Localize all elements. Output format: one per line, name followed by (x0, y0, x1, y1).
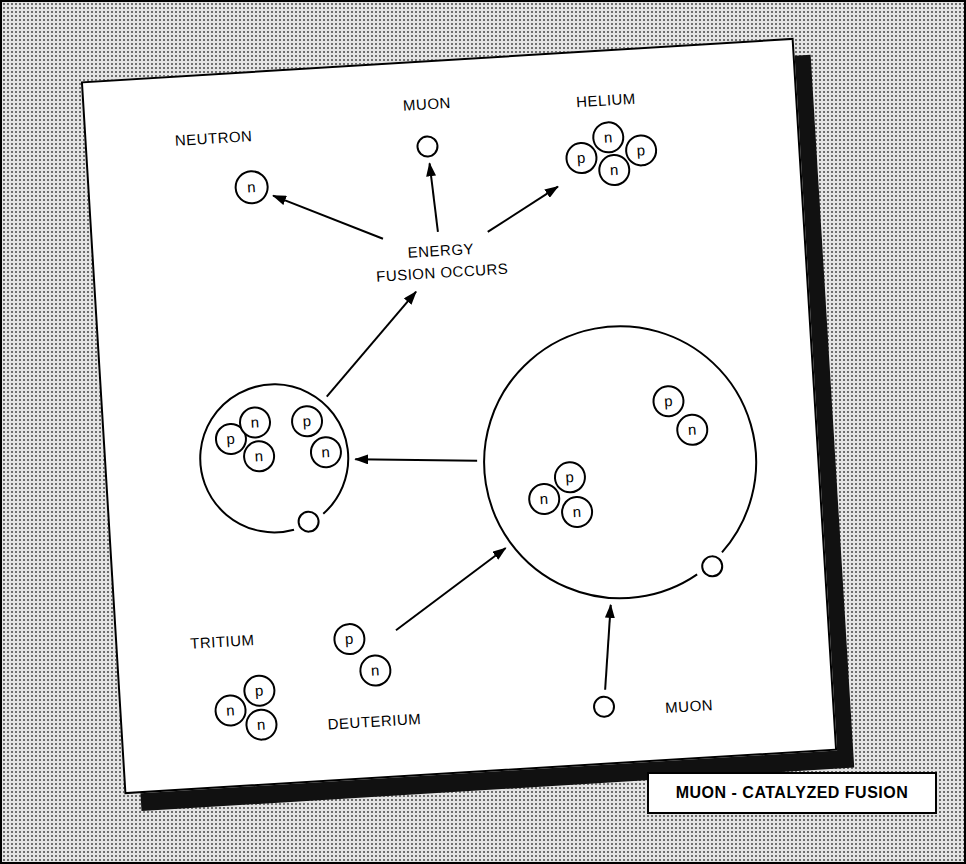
particle-circle: n (245, 708, 279, 742)
caption-box: MUON - CATALYZED FUSION (647, 772, 937, 814)
bound-muon (702, 556, 723, 577)
particle-circle: p (652, 384, 686, 418)
node-text: n (254, 445, 264, 467)
node-text: n (256, 713, 266, 735)
node-text: p (576, 147, 586, 169)
circle-shape (598, 154, 630, 186)
particle-circle: n (238, 406, 272, 440)
particle-circle: n (309, 435, 343, 469)
circle-shape (244, 675, 276, 707)
particle-circle: p (290, 404, 324, 438)
circle-shape (653, 385, 685, 417)
circle-shape (235, 170, 269, 204)
arrow-connector (430, 163, 438, 232)
circle-shape (243, 440, 275, 472)
neutron-circle: NEUTRONn (234, 169, 270, 205)
node-text: n (572, 501, 582, 523)
particle-circle: n (675, 413, 709, 447)
caption-text: MUON - CATALYZED FUSION (676, 784, 909, 802)
particle-circle: p (242, 674, 276, 708)
bound-muon (298, 511, 319, 532)
node-heading: HELIUM (576, 88, 637, 114)
node-text: n (539, 488, 549, 510)
particle-circle: n (597, 153, 631, 187)
circle-outline (475, 317, 765, 607)
node-text: n (250, 411, 260, 433)
node-text: p (636, 139, 646, 161)
node-text: n (603, 126, 613, 148)
node-heading: NEUTRON (174, 125, 253, 152)
node-text: p (226, 428, 236, 450)
node-text: p (565, 466, 575, 488)
circle-shape (528, 483, 560, 515)
helium-nucleus: HELIUMpnnp (559, 113, 663, 191)
muon-circle: MUON (416, 135, 439, 158)
arrow-connector (273, 189, 383, 245)
node-text: n (247, 176, 257, 198)
particle-circle: n (214, 694, 248, 728)
arrow-connector (391, 548, 510, 630)
muonic-atom-circle: pnnpn (475, 317, 765, 607)
arrow-connector (321, 292, 422, 397)
node-text: n (321, 441, 331, 463)
circle-shape (561, 496, 593, 528)
particle-circle: n (358, 654, 392, 688)
node-layer: NEUTRONnMUONHELIUMpnnpENERGYFUSION OCCUR… (83, 40, 835, 792)
arrow-connector (355, 452, 477, 468)
arrow-connector (600, 605, 616, 690)
diagram-card: NEUTRONnMUONHELIUMpnnpENERGYFUSION OCCUR… (81, 38, 837, 794)
particle-circle: n (560, 495, 594, 529)
particle-circle: p (624, 133, 658, 167)
node-text: n (687, 419, 697, 441)
particle-circle: n (242, 439, 276, 473)
node-text: n (609, 159, 619, 181)
circle-shape (215, 695, 247, 727)
node-text: p (254, 679, 264, 701)
particle-circle: p (565, 141, 599, 175)
circle-shape (554, 461, 586, 493)
node-heading: MUON (665, 694, 714, 719)
circle-shape (334, 623, 366, 655)
orbit-outline (196, 380, 353, 537)
particle-circle: n (591, 120, 625, 154)
node-text: p (344, 628, 354, 650)
node-heading: TRITIUM (190, 629, 256, 655)
node-text: n (225, 699, 235, 721)
circle-shape (291, 405, 323, 437)
connector-layer (83, 40, 835, 792)
circle-outline (592, 695, 615, 718)
node-text: p (663, 390, 673, 412)
circle-shape (676, 414, 708, 446)
circle-shape (359, 655, 391, 687)
circle-shape (593, 696, 614, 717)
circle-shape (417, 136, 438, 157)
deuterium-nucleus: DEUTERIUMpn (330, 619, 394, 693)
particle-circle: p (553, 460, 587, 494)
arrow-connector (485, 187, 560, 232)
node-heading: MUON (402, 92, 451, 117)
muon-circle: MUON (592, 695, 615, 718)
node-heading: DEUTERIUM (327, 708, 422, 736)
node-text: n (370, 659, 380, 681)
tritium-nucleus: TRITIUMpnn (206, 673, 282, 749)
circle-shape (592, 121, 624, 153)
particle-circle: n (527, 482, 561, 516)
circle-shape (239, 407, 271, 439)
orbit-outline (476, 318, 764, 606)
circle-shape (625, 134, 657, 166)
energy-label: ENERGYFUSION OCCURS (365, 233, 518, 290)
node-text: FUSION OCCURS (376, 258, 509, 288)
circle-shape (246, 709, 278, 741)
circle-shape (310, 436, 342, 468)
particle-circle: p (332, 622, 366, 656)
circle-shape (566, 142, 598, 174)
circle-outline (416, 135, 439, 158)
node-text: p (302, 410, 312, 432)
muonic-molecule-circle: pnnpn (195, 379, 354, 538)
